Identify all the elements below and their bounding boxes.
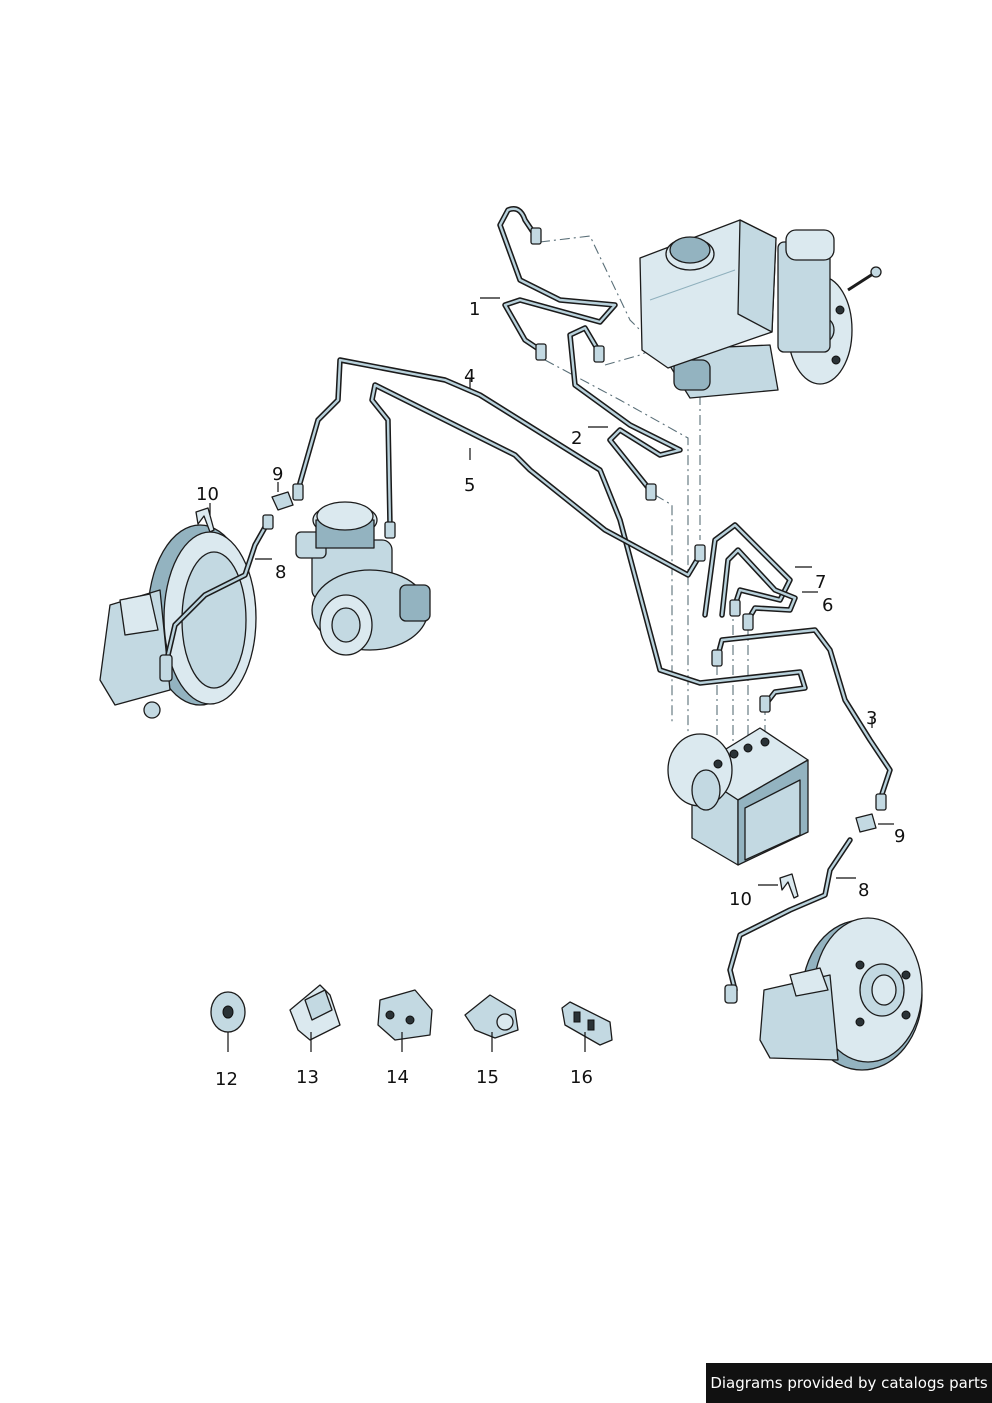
master-cylinder (639, 219, 882, 399)
leader-lines (209, 297, 894, 1052)
callout-8-right: 8 (858, 880, 869, 901)
callout-15: 15 (476, 1067, 499, 1088)
left-brake-assembly (99, 524, 257, 719)
callout-16: 16 (570, 1067, 593, 1088)
callout-labels: 1 2 3 4 5 6 7 8 8 9 9 10 10 12 13 14 15 … (196, 299, 905, 1090)
callout-9-right: 9 (894, 826, 905, 847)
callout-3: 3 (866, 708, 877, 729)
grommet-part-12 (210, 991, 246, 1033)
callout-7: 7 (815, 572, 826, 593)
callout-13: 13 (296, 1067, 319, 1088)
callout-10-left: 10 (196, 484, 219, 505)
small-parts (210, 984, 613, 1046)
callout-8-left: 8 (275, 562, 286, 583)
callout-1: 1 (469, 299, 480, 320)
callout-9-left: 9 (272, 464, 283, 485)
callout-10-right: 10 (729, 889, 752, 910)
callout-6: 6 (822, 595, 833, 616)
catalog-credit-badge: Diagrams provided by catalogs parts (706, 1363, 992, 1403)
callout-14: 14 (386, 1067, 409, 1088)
pressure-pump (295, 501, 431, 656)
pipe-fittings (159, 227, 887, 1004)
bracket-part-15 (464, 994, 519, 1039)
clip-part-13 (289, 984, 341, 1041)
holder-part-14 (377, 989, 433, 1041)
callout-2: 2 (571, 428, 582, 449)
abs-hydraulic-unit (667, 727, 809, 866)
callout-12: 12 (215, 1069, 238, 1090)
right-brake-assembly (759, 917, 923, 1071)
callout-4: 4 (464, 366, 475, 387)
callout-5: 5 (464, 475, 475, 496)
catalog-credit-text: Diagrams provided by catalogs parts (710, 1374, 988, 1392)
brake-pipes (165, 206, 893, 993)
clip-part-16 (561, 1001, 613, 1046)
